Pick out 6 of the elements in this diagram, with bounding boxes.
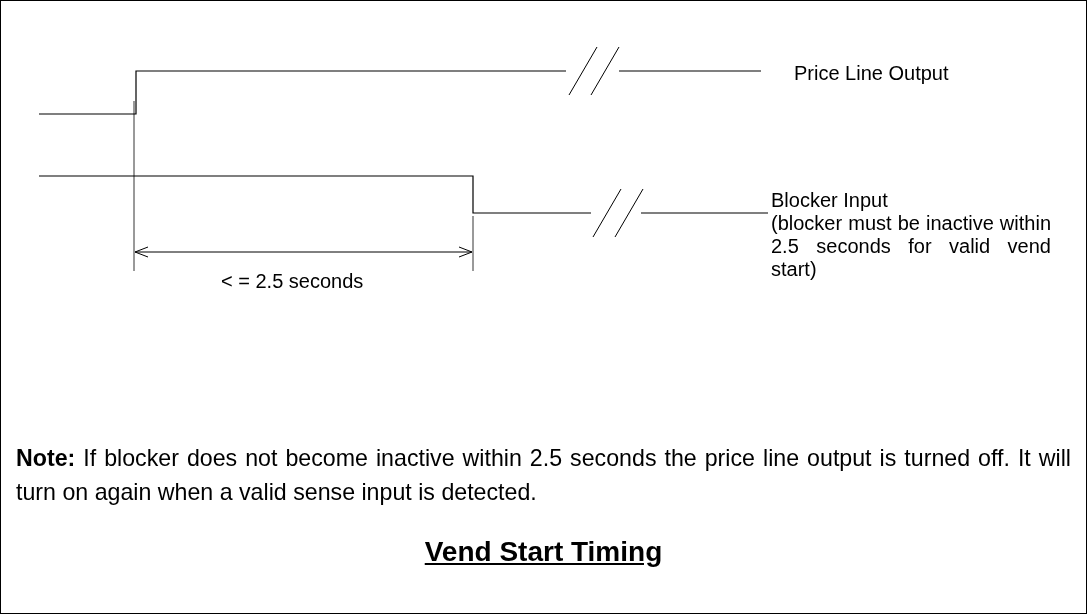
signal-note: (blocker must be inactive within 2.5 seconds for valid vend start) [771, 212, 1051, 281]
signal-label: Price Line Output [794, 62, 949, 85]
diagram-title: Vend Start Timing [423, 536, 664, 568]
note-text: Note: If blocker does not become inactive within 2.5 seconds the price line output is turned off. It will turn on again when a valid sense input is detected. [16, 444, 1071, 507]
dimension-label: < = 2.5 seconds [221, 270, 364, 293]
signal-label: Blocker Input [771, 189, 888, 212]
